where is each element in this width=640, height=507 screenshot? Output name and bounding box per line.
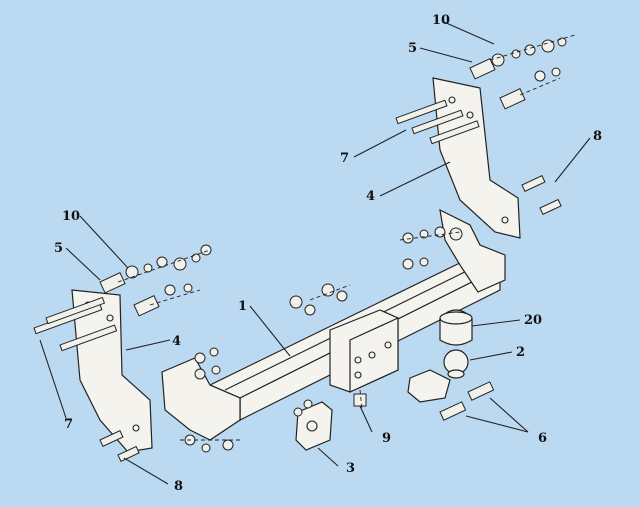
tow-ball bbox=[407, 349, 469, 403]
callout-7-top: 7 bbox=[340, 151, 349, 166]
callout-8-bottom: 8 bbox=[174, 479, 183, 494]
callout-8-top: 8 bbox=[593, 129, 602, 144]
callout-5-top: 5 bbox=[408, 41, 417, 56]
socket-plate bbox=[295, 401, 333, 451]
spacer-tubes bbox=[99, 58, 526, 317]
center-ball-mount-block bbox=[329, 309, 399, 393]
left-beam-bracket bbox=[161, 357, 241, 441]
callout-5-left: 5 bbox=[54, 241, 63, 256]
callout-10-top: 10 bbox=[432, 13, 450, 28]
leader-lines bbox=[39, 21, 591, 485]
callout-1: 1 bbox=[238, 299, 247, 314]
callout-20: 20 bbox=[524, 313, 542, 328]
washers-nuts bbox=[125, 37, 567, 453]
callout-2: 2 bbox=[516, 345, 525, 360]
callout-9: 9 bbox=[382, 431, 391, 446]
callout-3: 3 bbox=[346, 461, 355, 476]
callout-7-left: 7 bbox=[64, 417, 73, 432]
callout-6: 6 bbox=[538, 431, 547, 446]
assembly-lines bbox=[117, 34, 576, 441]
hardware-bolts bbox=[33, 99, 562, 463]
callout-4-top: 4 bbox=[366, 189, 375, 204]
callout-4-left: 4 bbox=[172, 334, 181, 349]
ball-cap bbox=[439, 309, 473, 346]
callout-10-left: 10 bbox=[62, 209, 80, 224]
